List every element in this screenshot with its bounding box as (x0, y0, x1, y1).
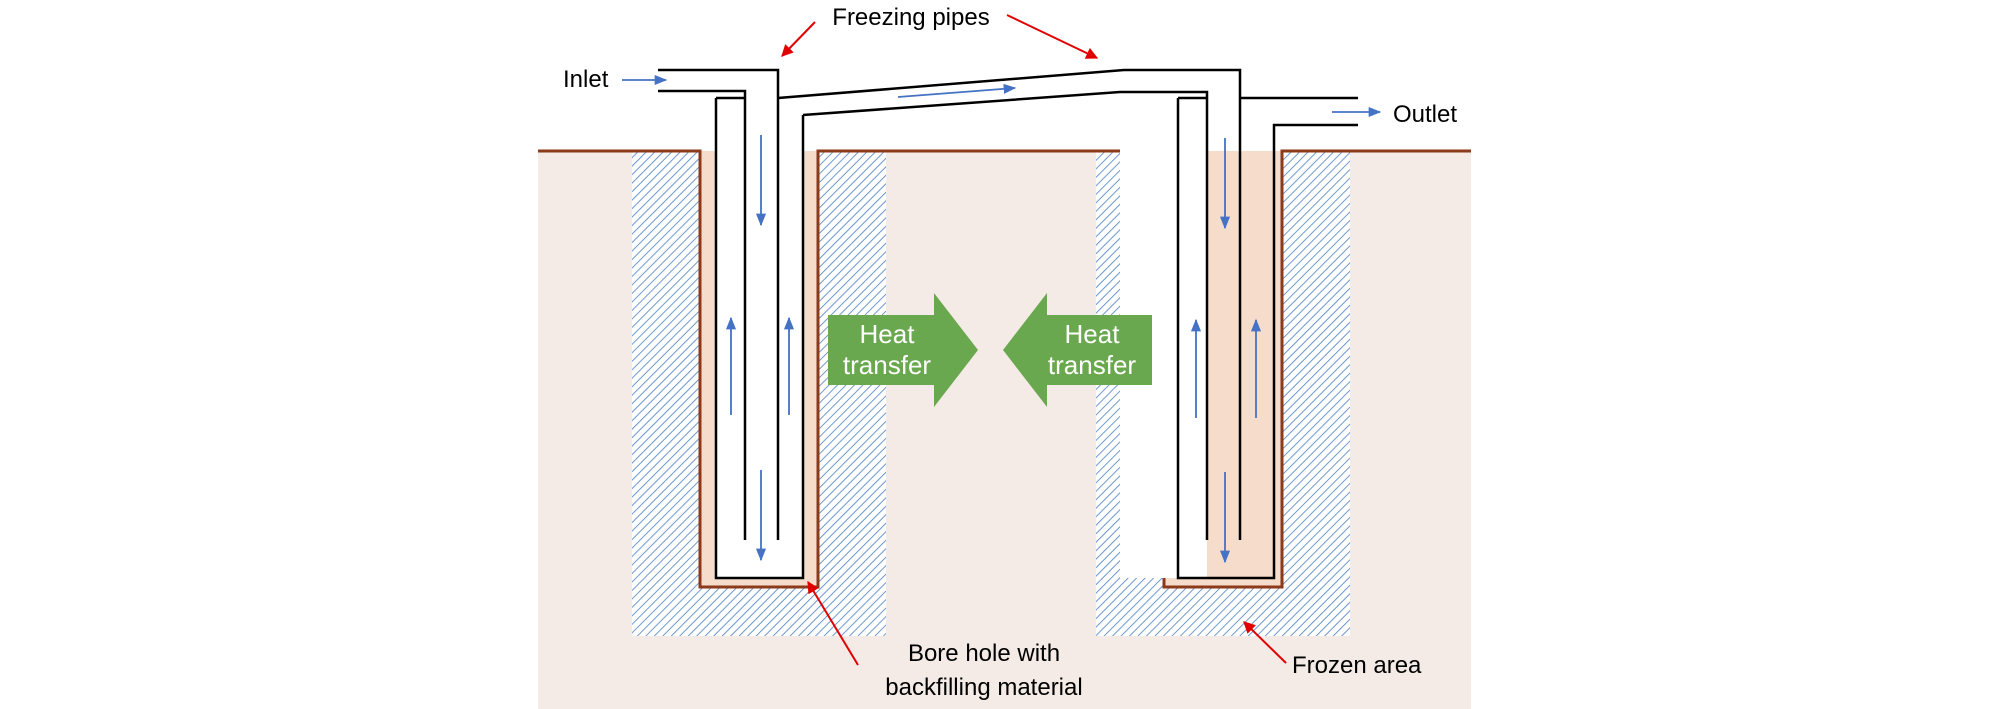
left-outer-pipe (716, 68, 1207, 578)
label-bore-hole-line1: Bore hole with (908, 640, 1060, 667)
freezing-pipe-system (658, 68, 1358, 580)
label-frozen-area: Frozen area (1292, 652, 1422, 679)
ground-surface-line (538, 149, 1471, 589)
heat-transfer-right-line1: Heat (1065, 319, 1121, 349)
heat-transfer-right-line2: transfer (1048, 350, 1136, 380)
heat-transfer-arrow-right (828, 293, 978, 407)
callout-arrows (781, 14, 1287, 666)
flow-arrows (622, 74, 1382, 564)
label-inlet: Inlet (563, 66, 609, 93)
flow-arrow-connector (897, 83, 1017, 98)
callout-arrow-frozen-area (1243, 621, 1287, 664)
callout-arrow-bore-hole (807, 580, 859, 666)
heat-transfer-left-line2: transfer (843, 350, 931, 380)
heat-transfer-arrow-left (1003, 293, 1152, 407)
callout-arrow-freezing-left (781, 21, 816, 57)
label-freezing-pipes: Freezing pipes (832, 4, 989, 31)
heat-transfer-left-line1: Heat (860, 319, 916, 349)
label-bore-hole-line2: backfilling material (885, 674, 1082, 701)
label-outlet: Outlet (1393, 101, 1457, 128)
callout-arrow-freezing-right (1006, 14, 1099, 59)
